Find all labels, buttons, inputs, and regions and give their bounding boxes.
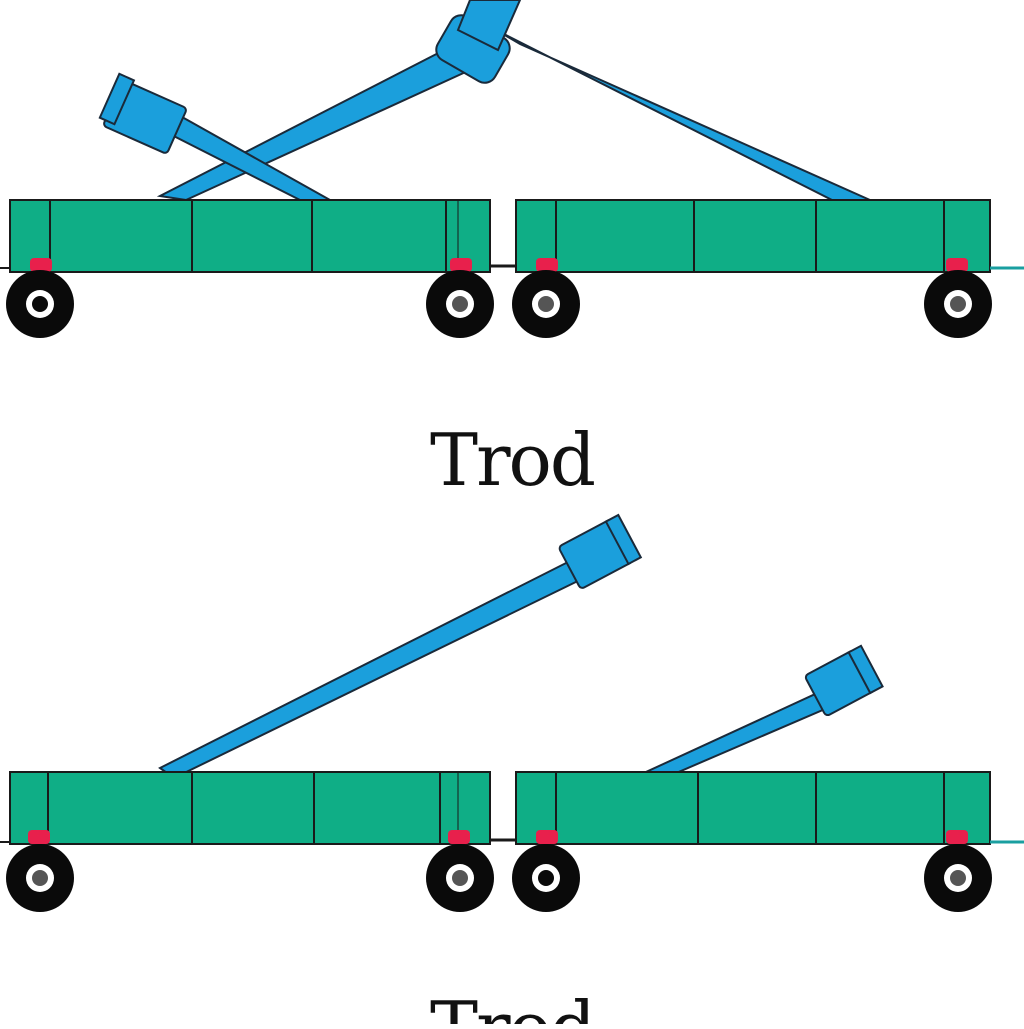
- lower-lever-arms: [158, 513, 884, 782]
- brake-light-icon: [30, 258, 52, 272]
- lower-caption: Trod: [0, 986, 1024, 1024]
- upper-lever-arms: [98, 0, 871, 202]
- lower-hammer-cap-right: [847, 644, 884, 695]
- upper-arm-left-long: [156, 44, 472, 202]
- wheel-icon: [924, 844, 992, 912]
- wheel-icon: [512, 270, 580, 338]
- wheel-icon: [6, 844, 74, 912]
- upper-hammer-cap: [98, 72, 136, 126]
- upper-top-shaft: [456, 0, 522, 52]
- brake-light-icon: [450, 258, 472, 272]
- upper-scene: [0, 0, 1024, 338]
- wheel-icon: [426, 270, 494, 338]
- trailer-body: [9, 771, 491, 845]
- upper-right-trailer: [490, 199, 1024, 338]
- upper-left-trailer: [0, 199, 494, 338]
- upper-arm-right-long: [495, 29, 871, 201]
- trailer-body: [515, 199, 991, 273]
- lower-arm-right: [643, 688, 834, 782]
- brake-light-icon: [536, 830, 558, 844]
- lower-hammer-cap-left: [604, 513, 643, 566]
- brake-light-icon: [536, 258, 558, 272]
- brake-light-icon: [448, 830, 470, 844]
- wheel-icon: [924, 270, 992, 338]
- upper-caption: Trod: [430, 418, 596, 502]
- wheel-icon: [512, 844, 580, 912]
- brake-light-icon: [28, 830, 50, 844]
- lower-arm-left: [158, 558, 586, 780]
- trailer-body: [515, 771, 991, 845]
- lower-right-trailer: [490, 771, 1024, 912]
- brake-light-icon: [946, 830, 968, 844]
- lower-left-trailer: [0, 771, 494, 912]
- brake-light-icon: [946, 258, 968, 272]
- trailer-body: [9, 199, 491, 273]
- wheel-icon: [426, 844, 494, 912]
- lower-scene: [0, 513, 1024, 912]
- wheel-icon: [6, 270, 74, 338]
